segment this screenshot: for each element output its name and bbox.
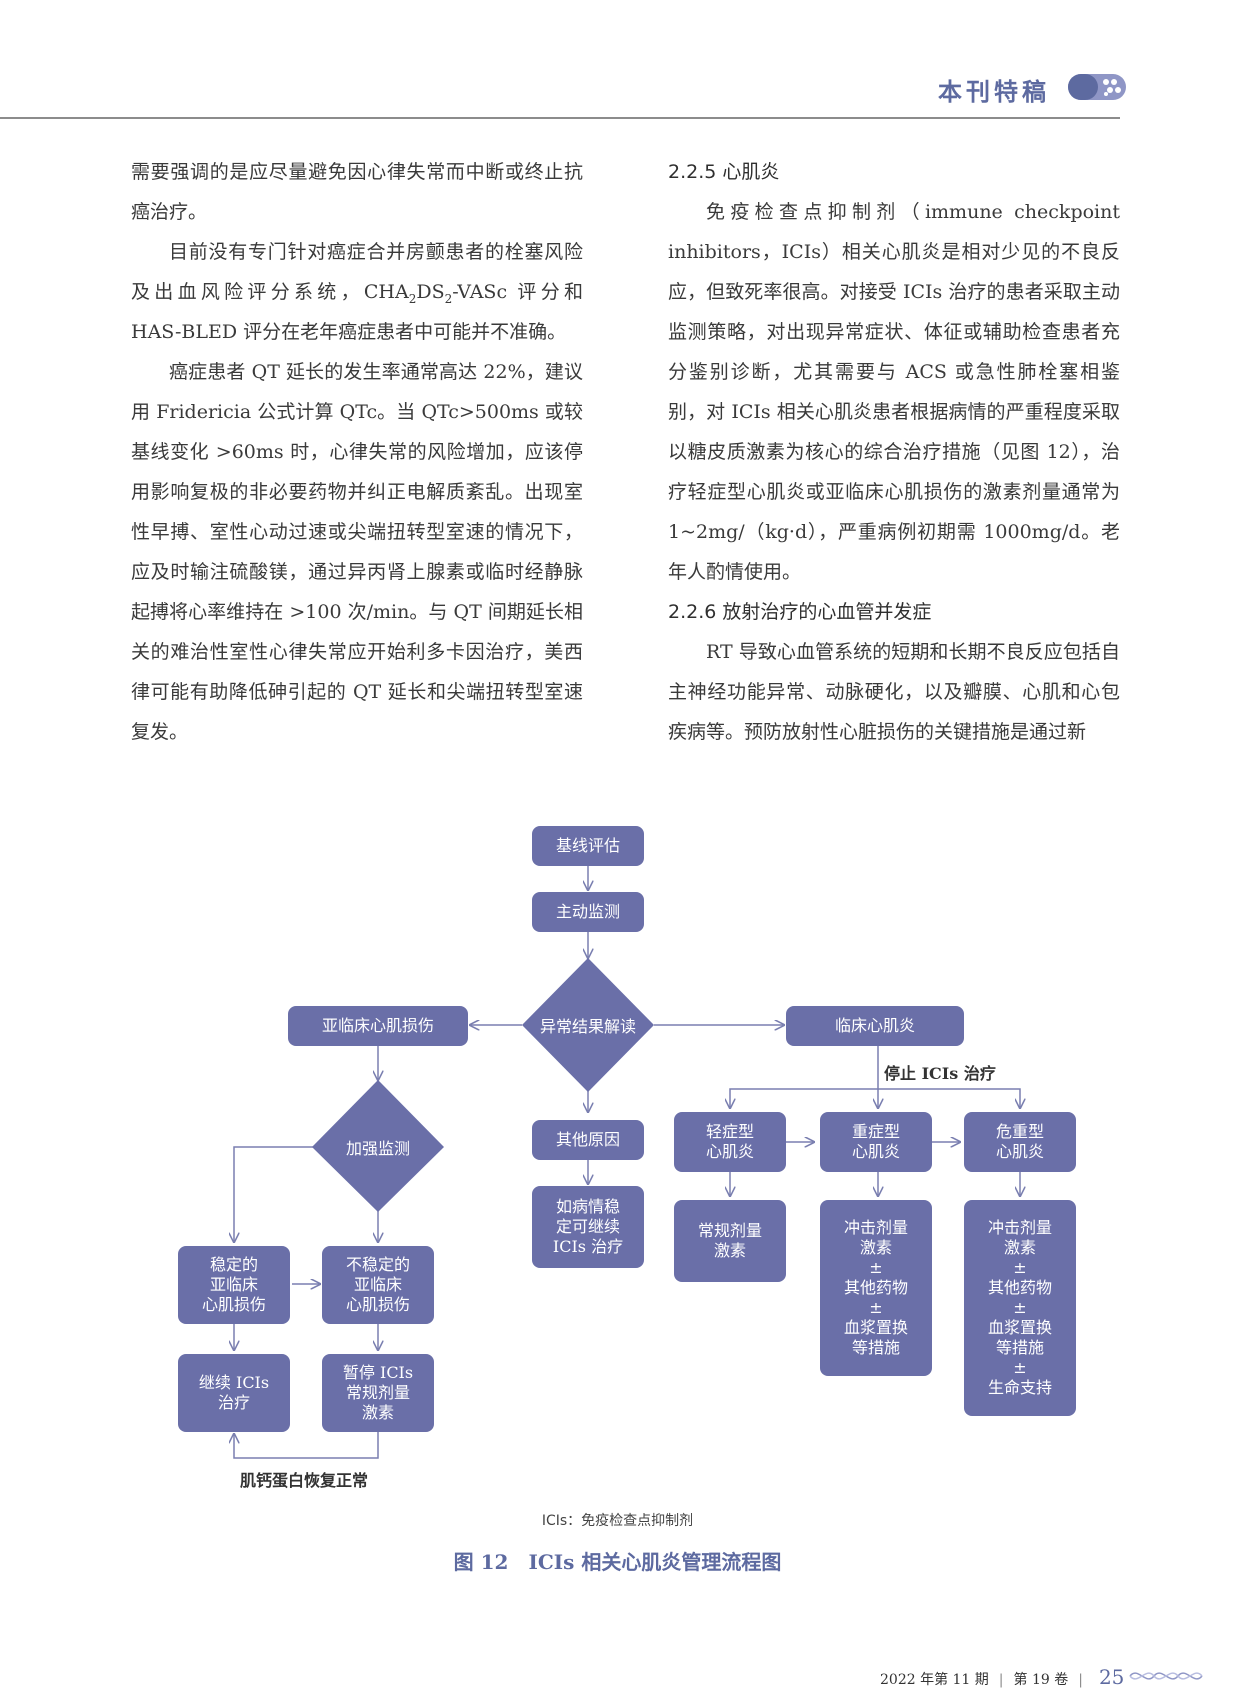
node-interpret: 异常结果解读 [539, 1017, 636, 1036]
figure-note: ICIs：免疫检查点抑制剂 [541, 1513, 694, 1529]
node-subclinical: 亚临床心肌损伤 [288, 1006, 468, 1046]
right-paragraph-2: RT 导致心血管系统的短期和长期不良反应包括自主神经功能异常、动脉硬化，以及瓣膜… [668, 641, 1120, 743]
node-severe: 重症型 心肌炎 [820, 1112, 932, 1172]
page-number: 25 [1098, 1665, 1125, 1689]
dna-decoration-icon [1129, 1672, 1203, 1680]
left-paragraph-2: 目前没有专门针对癌症合并房颤患者的栓塞风险及出血风险评分系统，CHA2DS2-V… [131, 241, 583, 343]
footer-issue: 2022 年第 11 期 [880, 1672, 989, 1688]
footer-volume: 第 19 卷 [1013, 1672, 1069, 1688]
node-continue-ici: 继续 ICIs 治疗 [178, 1354, 290, 1432]
left-column: 需要强调的是应尽量避免因心律失常而中断或终止抗癌治疗。 目前没有专门针对癌症合并… [131, 152, 583, 752]
node-critical-treatment: 冲击剂量 激素 ± 其他药物 ± 血浆置换 等措施 ± 生命支持 [964, 1200, 1076, 1416]
node-critical: 危重型 心肌炎 [964, 1112, 1076, 1172]
node-unstable: 不稳定的 亚临床 心肌损伤 [322, 1246, 434, 1324]
node-enhanced: 加强监测 [345, 1139, 410, 1158]
node-mild: 轻症型 心肌炎 [674, 1112, 786, 1172]
right-column: 2.2.5 心肌炎 免疫检查点抑制剂（immune checkpoint inh… [668, 152, 1120, 752]
section-heading-myocarditis: 2.2.5 心肌炎 [668, 161, 780, 183]
node-clinical: 临床心肌炎 [786, 1006, 964, 1046]
page-footer: 2022 年第 11 期|第 19 卷|25 [880, 1665, 1125, 1689]
node-stable: 稳定的 亚临床 心肌损伤 [178, 1246, 290, 1324]
left-paragraph-3: 癌症患者 QT 延长的发生率通常高达 22%，建议用 Fridericia 公式… [131, 361, 583, 743]
node-monitor: 主动监测 [532, 892, 644, 932]
figure-caption: 图 12 ICIs 相关心肌炎管理流程图 [453, 1550, 782, 1574]
label-troponin: 肌钙蛋白恢复正常 [240, 1471, 369, 1490]
node-baseline: 基线评估 [532, 826, 644, 866]
node-other-cause: 其他原因 [532, 1120, 644, 1160]
section-title: 本刊特稿 [938, 77, 1050, 106]
left-paragraph-1: 需要强调的是应尽量避免因心律失常而中断或终止抗癌治疗。 [131, 161, 583, 223]
right-paragraph-1: 免疫检查点抑制剂（immune checkpoint inhibitors，IC… [668, 201, 1120, 583]
journal-logo-icon [1068, 74, 1126, 100]
label-stop-ici: 停止 ICIs 治疗 [884, 1064, 996, 1083]
node-mild-treatment: 常规剂量 激素 [674, 1200, 786, 1282]
node-pause-ici: 暂停 ICIs 常规剂量 激素 [322, 1354, 434, 1432]
section-heading-radiotherapy: 2.2.6 放射治疗的心血管并发症 [668, 601, 932, 623]
header-rule [0, 117, 1120, 119]
node-continue-if-stable: 如病情稳 定可继续 ICIs 治疗 [532, 1186, 644, 1268]
node-severe-treatment: 冲击剂量 激素 ± 其他药物 ± 血浆置换 等措施 [820, 1200, 932, 1376]
